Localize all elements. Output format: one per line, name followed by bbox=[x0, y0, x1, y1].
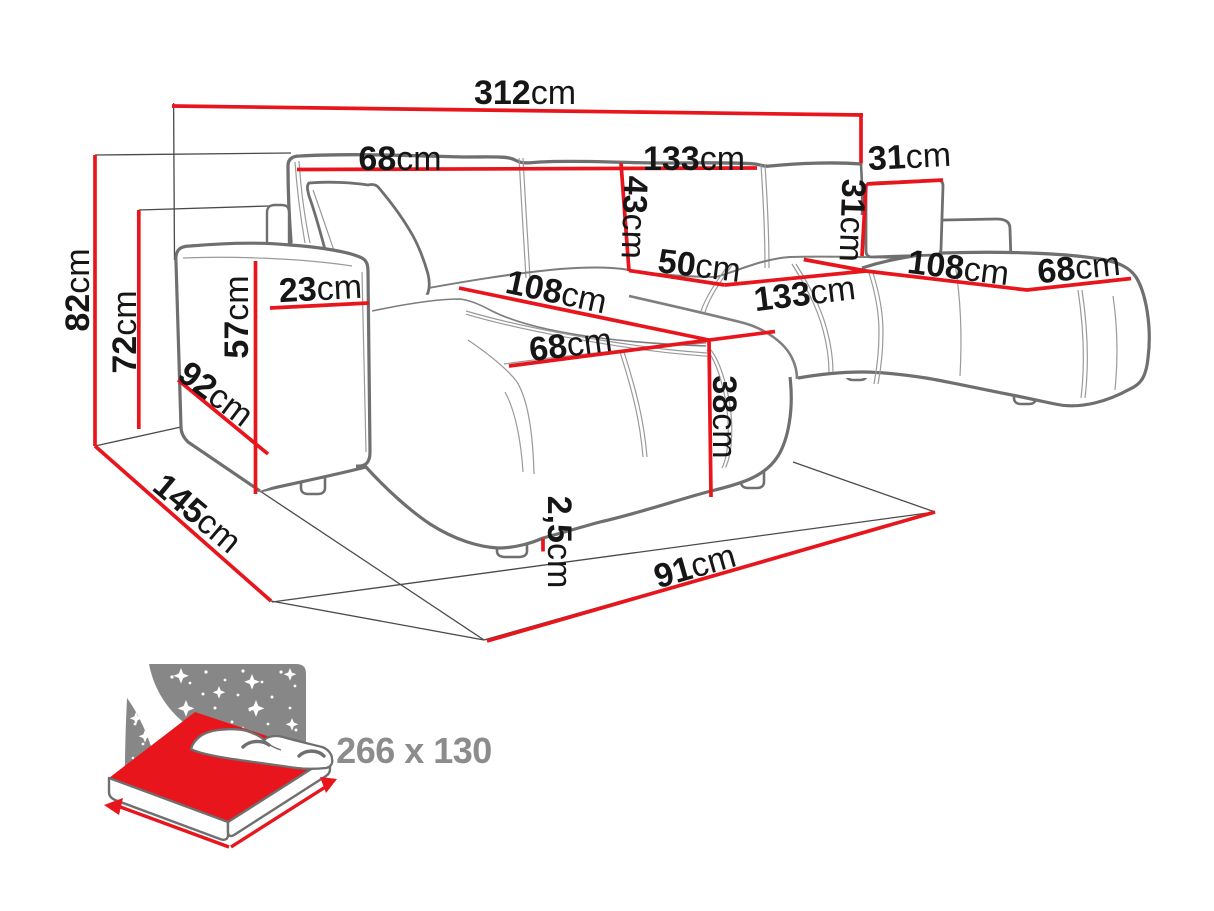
svg-text:2,5cm: 2,5cm bbox=[540, 496, 578, 589]
svg-text:72cm: 72cm bbox=[106, 290, 144, 373]
svg-text:23cm: 23cm bbox=[278, 268, 363, 310]
svg-text:31cm: 31cm bbox=[832, 178, 873, 262]
svg-text:43cm: 43cm bbox=[614, 175, 655, 259]
svg-text:266 x 130: 266 x 130 bbox=[336, 730, 492, 771]
svg-text:133cm: 133cm bbox=[643, 140, 745, 178]
svg-text:312cm: 312cm bbox=[474, 74, 576, 112]
svg-text:31cm: 31cm bbox=[867, 136, 952, 178]
svg-text:38cm: 38cm bbox=[705, 375, 743, 458]
svg-text:133cm: 133cm bbox=[752, 269, 858, 319]
svg-text:68cm: 68cm bbox=[1036, 245, 1123, 291]
svg-text:57cm: 57cm bbox=[218, 275, 256, 358]
svg-text:82cm: 82cm bbox=[59, 248, 97, 331]
svg-text:68cm: 68cm bbox=[527, 321, 614, 370]
svg-text:68cm: 68cm bbox=[358, 140, 441, 178]
svg-text:50cm: 50cm bbox=[656, 242, 743, 290]
svg-text:91cm: 91cm bbox=[650, 537, 740, 596]
svg-text:108cm: 108cm bbox=[905, 243, 1011, 293]
